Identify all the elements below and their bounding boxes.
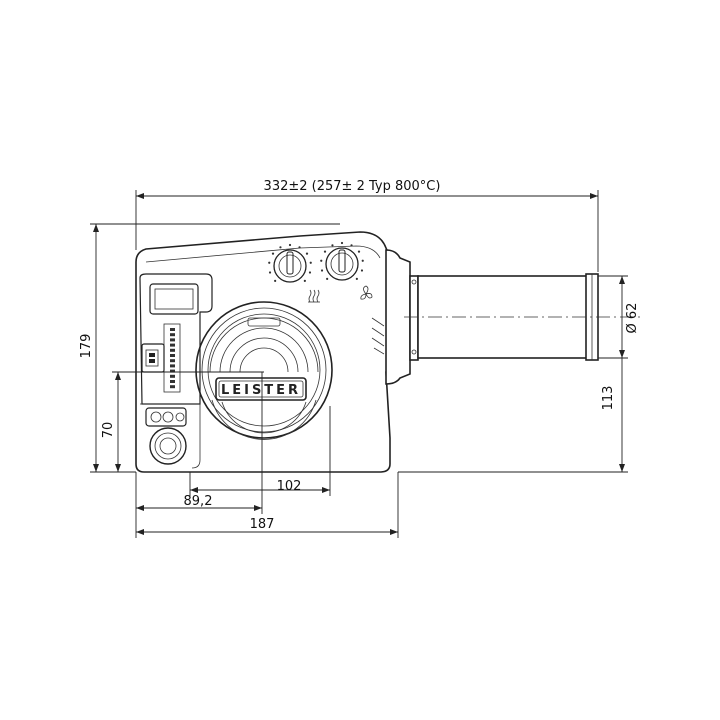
dim-nozzle-diameter: Ø 62 <box>625 303 640 334</box>
device-housing <box>135 231 399 473</box>
led-dot <box>170 333 175 337</box>
led-dot <box>170 348 175 352</box>
brand-label: LEISTER <box>221 383 301 398</box>
dial-tick <box>340 241 344 245</box>
dial-tick <box>326 277 329 280</box>
dial-tick <box>350 244 353 247</box>
dim-base-height: 70 <box>101 422 116 439</box>
dial-tick <box>298 246 301 249</box>
dim-187: 187 <box>250 517 275 532</box>
heat-icon <box>308 289 320 303</box>
dial-tick <box>323 250 327 253</box>
dial-tick <box>271 252 275 255</box>
led-dot <box>170 385 175 389</box>
fan-icon <box>360 285 373 300</box>
dial-tick <box>331 244 334 247</box>
dial-tick <box>320 259 323 262</box>
dim-nozzle-axis-height: 113 <box>601 386 616 411</box>
temperature-dial <box>268 243 312 283</box>
led-dot <box>170 369 175 373</box>
dial-tick <box>274 279 277 282</box>
led-dot <box>170 343 175 347</box>
fan-cover <box>195 301 333 440</box>
dim-102: 102 <box>277 479 302 494</box>
led-dot <box>170 338 175 342</box>
led-dot <box>170 364 175 368</box>
air-intake <box>371 317 385 355</box>
airflow-dial <box>320 241 364 281</box>
dim-height: 179 <box>79 334 94 359</box>
cable-gland <box>149 427 187 465</box>
dim-89: 89,2 <box>184 494 213 509</box>
dial-tick <box>308 271 312 274</box>
dimension-arrows <box>93 193 625 535</box>
dimension-lines <box>90 190 628 538</box>
dial-tick <box>309 261 312 264</box>
dial-tick <box>268 261 271 264</box>
led-dot <box>170 374 175 378</box>
dim-overall-length: 332±2 (257± 2 Typ 800°C) <box>264 179 441 194</box>
led-dot <box>170 359 175 363</box>
dial-tick <box>361 259 364 262</box>
dial-tick <box>268 271 272 274</box>
dial-tick <box>320 269 324 272</box>
dial-tick <box>303 279 306 282</box>
led-dot <box>170 380 175 383</box>
dial-tick <box>357 250 361 253</box>
brand-plate: LEISTER <box>215 377 307 401</box>
dial-tick <box>360 269 364 272</box>
control-buttons <box>145 407 187 427</box>
led-scale <box>163 323 181 393</box>
dial-tick <box>288 243 292 247</box>
dial-tick <box>355 277 358 280</box>
led-dot <box>170 328 175 331</box>
dial-tick <box>305 252 309 255</box>
dial-tick <box>279 246 282 249</box>
led-dot <box>170 354 175 357</box>
